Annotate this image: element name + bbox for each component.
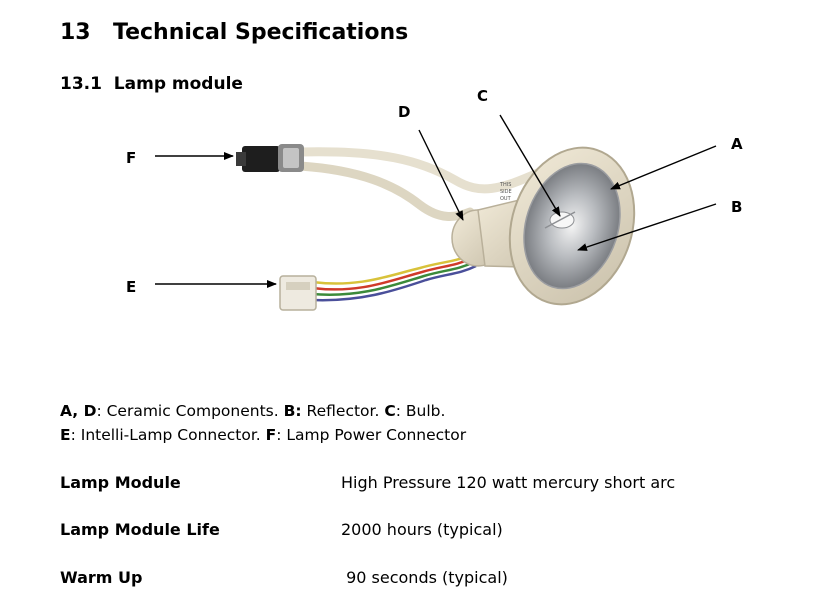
label-f: F — [126, 149, 136, 167]
arrow-c — [499, 114, 561, 217]
caption-text-f: : Lamp Power Connector — [276, 426, 467, 444]
spec-value-warm-up: 90 seconds (typical) — [341, 568, 508, 587]
figure-caption-line-2: E: Intelli-Lamp Connector. F: Lamp Power… — [60, 426, 466, 444]
label-b: B — [731, 198, 742, 216]
caption-text-b: Reflector. — [301, 402, 385, 420]
caption-key-e: E — [60, 426, 71, 444]
subsection-number: 13.1 — [60, 74, 102, 94]
caption-text-c: : Bulb. — [395, 402, 446, 420]
arrow-a — [610, 145, 717, 190]
callout-arrows — [155, 114, 717, 288]
reflector-housing — [508, 146, 636, 306]
spec-value-lamp-module: High Pressure 120 watt mercury short arc — [341, 473, 676, 492]
spec-name-lamp-module: Lamp Module — [60, 473, 181, 492]
lamp-module-figure: THIS SIDE OUT F E D C A B — [126, 87, 743, 311]
spec-name-warm-up: Warm Up — [60, 568, 143, 587]
housing-print-1: THIS — [499, 182, 511, 188]
section-number: 13 — [60, 20, 91, 45]
figure-caption-line-1: A, D: Ceramic Components. B: Reflector. … — [60, 402, 445, 420]
caption-key-b: B: — [283, 402, 302, 420]
caption-key-f: F — [265, 426, 277, 444]
label-c: C — [477, 87, 488, 105]
section-heading: 13 Technical Specifications — [60, 20, 408, 45]
housing-print-2: SIDE — [500, 189, 512, 195]
spec-name-lamp-life: Lamp Module Life — [60, 520, 220, 539]
label-a: A — [731, 135, 743, 153]
spec-value-lamp-life: 2000 hours (typical) — [341, 520, 503, 539]
caption-text-e: : Intelli-Lamp Connector. — [70, 426, 266, 444]
arrow-b — [577, 203, 717, 251]
section-title: Technical Specifications — [113, 20, 409, 45]
subsection-heading: 13.1 Lamp module — [60, 74, 243, 94]
housing-print-3: OUT — [500, 196, 512, 202]
power-cables — [295, 147, 545, 221]
intelli-lamp-wires — [311, 253, 477, 302]
caption-key-c: C — [384, 402, 396, 420]
caption-key-ad: A, D — [60, 402, 97, 420]
power-connector — [236, 144, 304, 172]
subsection-title: Lamp module — [113, 74, 243, 94]
label-d: D — [398, 103, 410, 121]
intelli-lamp-connector — [279, 275, 317, 311]
caption-text-ad: : Ceramic Components. — [96, 402, 284, 420]
arrow-d — [418, 129, 464, 221]
label-e: E — [126, 278, 136, 296]
